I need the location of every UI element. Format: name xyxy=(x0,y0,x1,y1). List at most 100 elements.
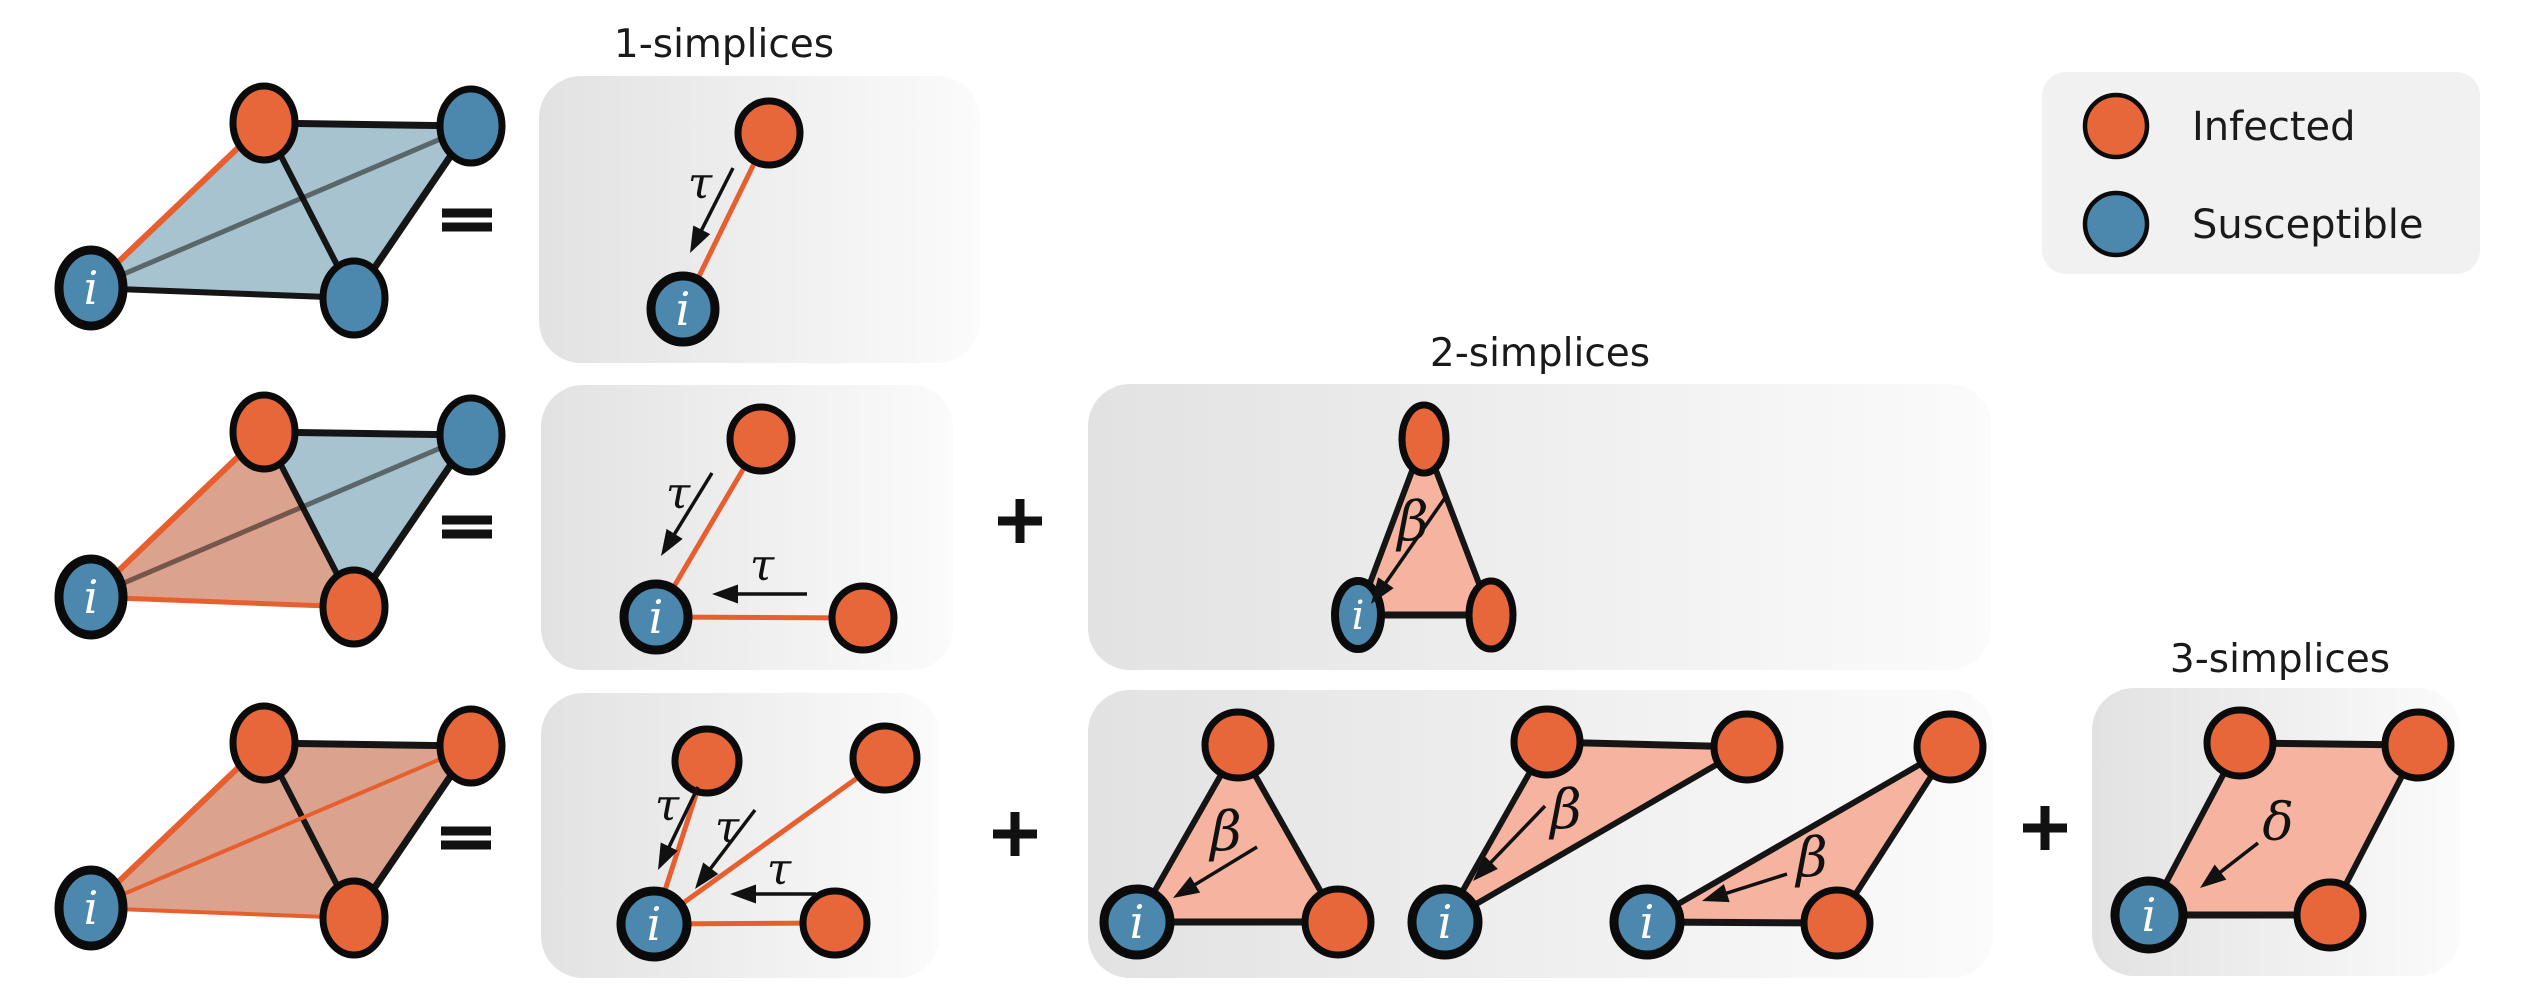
node-infected xyxy=(671,725,743,797)
beta-arrow xyxy=(1723,872,1788,896)
node-susceptible-i xyxy=(2110,876,2188,954)
node-i-label: i xyxy=(647,897,662,951)
node-susceptible-i xyxy=(1407,884,1483,960)
legend-infected-swatch xyxy=(2082,92,2150,160)
node-infected xyxy=(229,82,299,164)
content-row2-1simplices: i τ τ xyxy=(619,403,898,655)
node-susceptible-i xyxy=(619,579,693,655)
delta-arrowhead xyxy=(2200,864,2227,888)
legend-box xyxy=(2042,72,2480,274)
content-row3-2simplices-t2: iβ xyxy=(1407,705,1784,960)
tau-arrow xyxy=(698,167,735,234)
edge xyxy=(88,429,267,600)
edge xyxy=(88,740,267,911)
network-row2: i xyxy=(54,391,506,648)
node-infected xyxy=(1301,885,1375,959)
node-infected xyxy=(229,391,299,473)
node-infected xyxy=(1913,710,1987,784)
node-i-label: i xyxy=(2142,888,2157,942)
edge xyxy=(1442,744,1750,925)
legend-item-susceptible: Susceptible xyxy=(2082,190,2423,258)
node-infected xyxy=(319,877,389,959)
node-susceptible xyxy=(436,85,506,167)
edge xyxy=(260,119,475,130)
node-infected xyxy=(734,97,804,169)
legend-infected-label: Infected xyxy=(2192,104,2356,150)
network-row3: i xyxy=(54,702,506,959)
tau-arrow xyxy=(707,808,757,872)
legend-item-infected: Infected xyxy=(2082,92,2356,160)
node-susceptible-i xyxy=(54,554,128,640)
legend-susceptible-swatch xyxy=(2082,190,2150,258)
node-infected xyxy=(1201,708,1275,782)
node-i-label: i xyxy=(84,570,99,624)
node-i-label: i xyxy=(1640,895,1655,949)
node-infected xyxy=(2203,706,2277,780)
node-infected xyxy=(849,722,921,794)
node-infected xyxy=(1800,886,1874,960)
node-susceptible-i xyxy=(1331,577,1385,653)
delta-arrow xyxy=(2217,841,2260,876)
edge xyxy=(1644,744,1953,925)
edge xyxy=(88,285,357,301)
tau-arrowhead xyxy=(730,884,756,904)
node-i-label: i xyxy=(1352,593,1365,639)
content-row3-2simplices-t1: iβ xyxy=(1099,708,1375,960)
node-i-label: i xyxy=(84,881,99,935)
beta-arrow xyxy=(1191,845,1258,888)
node-susceptible-i xyxy=(616,886,692,962)
node-infected xyxy=(319,566,389,648)
node-infected xyxy=(799,887,871,959)
content-row3-3simplices: iδ xyxy=(2110,706,2455,954)
node-infected xyxy=(2381,708,2455,782)
tau-arrowhead xyxy=(712,584,738,604)
node-i-label: i xyxy=(1438,895,1453,949)
node-susceptible-i xyxy=(646,271,720,347)
content-row2-2simplices: iβ xyxy=(1331,401,1517,653)
tau-arrow xyxy=(671,472,714,538)
node-i-label: i xyxy=(649,590,664,644)
edge xyxy=(88,123,474,291)
tau-arrowhead xyxy=(690,225,711,253)
tau-arrowhead xyxy=(658,842,678,870)
beta-arrowhead xyxy=(1371,577,1394,604)
node-infected xyxy=(828,582,898,654)
node-infected xyxy=(1710,710,1784,784)
beta-arrowhead xyxy=(1173,876,1201,898)
panel-row1-1simplices xyxy=(539,76,980,363)
node-i-label: i xyxy=(676,282,691,336)
panel-row2-2simplices xyxy=(1088,384,1991,670)
node-i-label: i xyxy=(1130,895,1145,949)
delta-label: δ xyxy=(2262,793,2293,853)
node-infected xyxy=(726,403,796,475)
edge xyxy=(260,739,475,750)
tau-label: τ xyxy=(666,468,691,519)
tau-label: τ xyxy=(750,540,775,591)
edge xyxy=(260,428,475,439)
node-infected xyxy=(436,705,506,787)
tau-arrow xyxy=(666,786,700,851)
edge xyxy=(89,744,473,910)
node-susceptible xyxy=(319,257,389,339)
beta-label: β xyxy=(1395,490,1428,553)
content-row3-2simplices-t3: iβ xyxy=(1609,710,1987,960)
edge xyxy=(88,120,267,291)
beta-label: β xyxy=(1208,800,1241,863)
tau-label: τ xyxy=(688,158,713,209)
node-susceptible-i xyxy=(1609,884,1685,960)
plus-sign xyxy=(2023,806,2067,850)
node-susceptible-i xyxy=(54,865,128,951)
node-infected xyxy=(1465,577,1517,653)
beta-arrowhead xyxy=(1702,884,1730,903)
node-infected xyxy=(229,702,299,784)
plus-sign xyxy=(998,499,1042,543)
edge xyxy=(89,906,356,920)
simplex-face xyxy=(91,432,354,607)
network-row1: i xyxy=(54,82,506,339)
title-3-simplices: 3-simplices xyxy=(2170,637,2390,682)
edge xyxy=(651,755,888,927)
